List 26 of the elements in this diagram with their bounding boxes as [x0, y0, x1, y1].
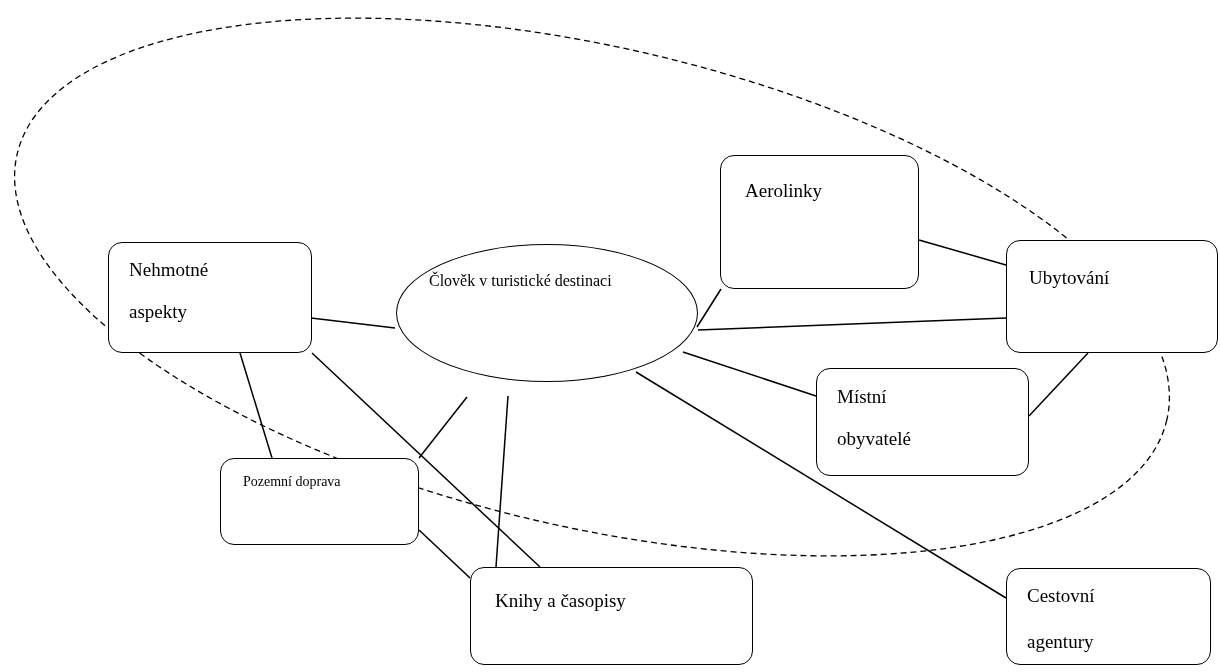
node-label: Pozemní doprava	[243, 473, 342, 491]
connector-line	[697, 317, 1007, 331]
rounded-box	[470, 567, 753, 665]
node-label: Aerolinky	[745, 179, 824, 203]
connector-line	[495, 395, 509, 568]
rounded-box	[220, 458, 419, 545]
node-label: Člověk v turistické destinaci	[429, 270, 613, 291]
rounded-box	[816, 368, 1029, 476]
rounded-box	[1006, 240, 1218, 353]
node-label: Knihy a časopisy	[495, 589, 627, 613]
connector-line	[418, 529, 471, 579]
connector-line	[310, 317, 396, 329]
rounded-box	[720, 155, 919, 289]
connector-line	[311, 352, 541, 568]
node-label: Ubytování	[1029, 266, 1111, 290]
connector-line	[696, 288, 722, 328]
rounded-box	[1006, 568, 1211, 665]
connector-line	[239, 352, 273, 459]
rounded-box	[108, 242, 312, 353]
connector-line	[1028, 352, 1089, 417]
connector-line	[418, 396, 468, 459]
connector-line	[918, 239, 1007, 266]
node-label: Cestovní agentury	[1027, 584, 1096, 654]
connector-line	[635, 371, 1007, 599]
node-label: Nehmotné aspekty	[129, 258, 210, 324]
node-label: Místní obyvatelé	[837, 385, 912, 451]
